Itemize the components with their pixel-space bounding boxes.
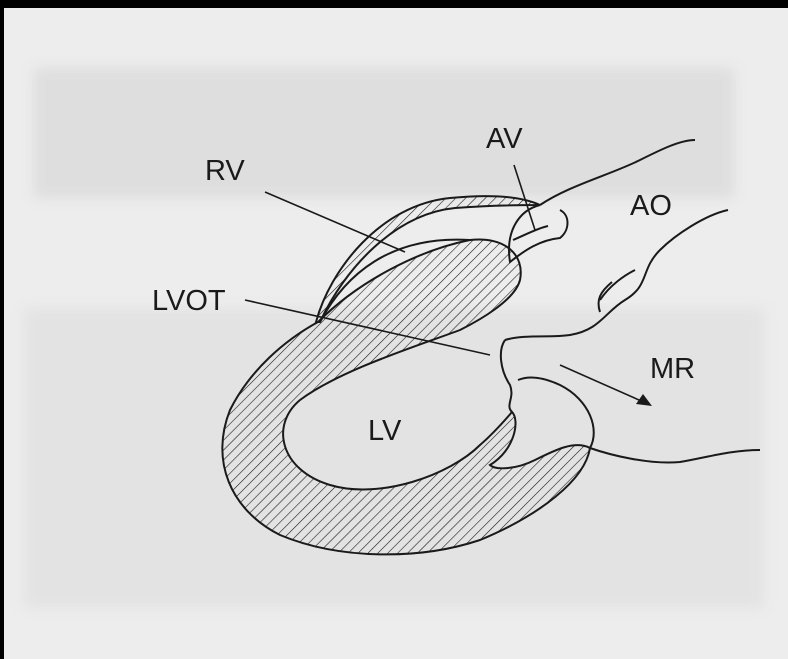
label-mr: MR bbox=[650, 353, 695, 385]
label-lvot: LVOT bbox=[152, 285, 226, 317]
aortic-valve-leaflet bbox=[513, 226, 548, 240]
mr-arrow-line bbox=[560, 365, 648, 404]
lv-wall bbox=[222, 239, 590, 554]
label-av: AV bbox=[486, 123, 523, 155]
left-atrium-outline bbox=[501, 270, 760, 463]
label-rv: RV bbox=[205, 155, 245, 187]
label-ao: AO bbox=[630, 190, 672, 222]
label-lv: LV bbox=[368, 415, 402, 447]
aortic-valve-outline bbox=[509, 205, 567, 262]
rv-leader bbox=[265, 192, 405, 252]
